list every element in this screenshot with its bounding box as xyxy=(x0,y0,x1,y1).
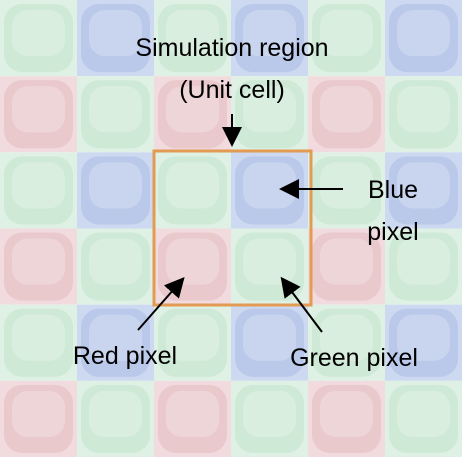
blue-pixel-highlight xyxy=(89,162,142,209)
red-pixel-highlight xyxy=(166,86,219,133)
green-pixel-highlight xyxy=(243,390,296,437)
green-pixel-highlight xyxy=(320,314,373,361)
blue-pixel-highlight xyxy=(89,10,142,57)
red-pixel xyxy=(4,232,73,301)
green-pixel xyxy=(389,80,458,149)
green-pixel xyxy=(235,80,304,149)
red-pixel-highlight xyxy=(320,238,373,285)
simulation-region-label-line2: (Unit cell) xyxy=(179,76,285,104)
green-pixel-highlight xyxy=(89,86,142,133)
green-pixel-highlight xyxy=(166,10,219,57)
red-pixel-highlight xyxy=(12,238,65,285)
green-pixel-highlight xyxy=(243,238,296,285)
green-pixel xyxy=(235,384,304,453)
blue-pixel xyxy=(235,4,304,73)
green-pixel-highlight xyxy=(12,314,65,361)
green-pixel-label: Green pixel xyxy=(290,344,418,372)
red-pixel-arrow xyxy=(137,276,185,331)
red-pixel-highlight xyxy=(166,238,219,285)
green-pixel-highlight xyxy=(12,162,65,209)
green-pixel xyxy=(81,80,150,149)
red-pixel xyxy=(312,232,381,301)
green-pixel-highlight xyxy=(243,86,296,133)
blue-pixel-highlight xyxy=(89,314,142,361)
green-pixel-highlight xyxy=(320,10,373,57)
green-pixel xyxy=(158,4,227,73)
green-pixel-highlight xyxy=(320,162,373,209)
green-pixel xyxy=(312,156,381,225)
green-pixel-highlight xyxy=(397,390,450,437)
blue-pixel-highlight xyxy=(397,162,450,209)
blue-pixel xyxy=(235,156,304,225)
blue-pixel xyxy=(389,156,458,225)
green-pixel xyxy=(4,308,73,377)
blue-pixel xyxy=(389,308,458,377)
red-pixel xyxy=(158,384,227,453)
blue-pixel xyxy=(235,308,304,377)
green-pixel-highlight xyxy=(89,238,142,285)
blue-pixel-highlight xyxy=(243,314,296,361)
green-pixel-highlight xyxy=(166,314,219,361)
red-pixel-highlight xyxy=(12,390,65,437)
green-pixel xyxy=(312,308,381,377)
blue-pixel-highlight xyxy=(243,10,296,57)
red-pixel xyxy=(312,80,381,149)
blue-pixel xyxy=(81,4,150,73)
red-pixel xyxy=(4,384,73,453)
green-pixel xyxy=(4,156,73,225)
red-pixel xyxy=(4,80,73,149)
red-pixel-highlight xyxy=(166,390,219,437)
blue-pixel-highlight xyxy=(397,314,450,361)
green-pixel xyxy=(158,156,227,225)
green-pixel xyxy=(4,4,73,73)
green-pixel xyxy=(389,384,458,453)
red-pixel-label: Red pixel xyxy=(73,342,177,370)
green-pixel xyxy=(312,4,381,73)
green-pixel xyxy=(158,308,227,377)
simulation-region-label-line1: Simulation region xyxy=(135,34,328,62)
blue-pixel-highlight xyxy=(243,162,296,209)
blue-pixel-highlight xyxy=(397,10,450,57)
green-pixel xyxy=(81,232,150,301)
green-pixel-highlight xyxy=(397,238,450,285)
red-pixel xyxy=(158,80,227,149)
red-pixel-highlight xyxy=(320,86,373,133)
green-pixel-highlight xyxy=(397,86,450,133)
red-pixel-highlight xyxy=(12,86,65,133)
green-pixel xyxy=(389,232,458,301)
blue-pixel-label-line1: Blue xyxy=(368,176,418,204)
blue-pixel xyxy=(81,156,150,225)
blue-pixel-label-line2: pixel xyxy=(367,218,418,246)
green-pixel xyxy=(81,384,150,453)
red-pixel-highlight xyxy=(320,390,373,437)
green-pixel-highlight xyxy=(166,162,219,209)
red-pixel xyxy=(312,384,381,453)
unit-cell-frame xyxy=(152,149,313,307)
green-pixel-highlight xyxy=(12,10,65,57)
blue-pixel xyxy=(81,308,150,377)
green-pixel-highlight xyxy=(89,390,142,437)
green-pixel-arrow xyxy=(280,276,323,333)
blue-pixel xyxy=(389,4,458,73)
